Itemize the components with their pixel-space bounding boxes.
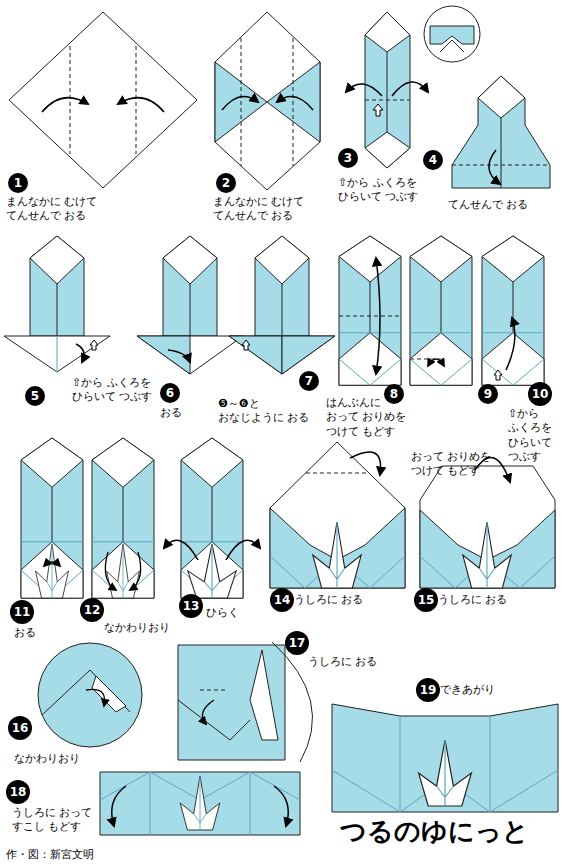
instruction-text: まんなかに むけて てんせんで おる — [213, 195, 317, 224]
instruction-text: ❺～❻と おなじように おる — [218, 397, 322, 426]
step-number-text: 13 — [183, 600, 200, 612]
step-number: 10 — [528, 382, 552, 406]
step-number-text: 10 — [532, 388, 549, 400]
instruction-text: てんせんで おる — [448, 198, 552, 212]
credit: 作・図：新宮文明 — [6, 848, 166, 862]
step-number-text: 1 — [14, 177, 22, 189]
step-number: 7 — [299, 371, 319, 391]
instruction-text: うしろに おる — [294, 593, 394, 607]
step-number: 17 — [285, 631, 309, 655]
step-number-text: 6 — [166, 387, 174, 399]
step-number: 2 — [216, 173, 236, 193]
step-number: 13 — [179, 594, 203, 618]
instruction-text: ⇧から ふくろを ひらいて つぶす — [72, 376, 164, 405]
step-number: 4 — [423, 150, 443, 170]
instruction-text: おる — [14, 626, 64, 640]
step-number: 14 — [270, 588, 294, 612]
title: つるのゆにっと — [340, 814, 529, 849]
instruction-text: ひらく — [206, 606, 266, 620]
step-number-text: 3 — [344, 152, 352, 164]
step-number: 11 — [10, 600, 34, 624]
step-number-text: 5 — [31, 390, 39, 402]
step-number: 3 — [338, 148, 358, 168]
step-number-text: 16 — [12, 722, 29, 734]
step-number: 8 — [384, 384, 404, 404]
instruction-text: できあがり — [440, 683, 520, 697]
step-number-text: 9 — [484, 388, 492, 400]
instruction-text: ⇧から ふくろを ひらいて つぶす — [338, 176, 430, 205]
step-number-text: 14 — [274, 594, 291, 606]
step-number: 12 — [80, 598, 104, 622]
step-number-text: 12 — [84, 604, 101, 616]
step-number: 9 — [478, 384, 498, 404]
instruction-text: うしろに おる — [438, 593, 538, 607]
step-number-text: 15 — [418, 594, 435, 606]
step-number-text: 18 — [10, 786, 27, 798]
instruction-text: なかわりおり — [104, 621, 184, 635]
step-number: 5 — [25, 386, 45, 406]
step-number-text: 17 — [289, 637, 306, 649]
instruction-text: なかわりおり — [14, 752, 94, 766]
step-number: 6 — [160, 383, 180, 403]
step-number-text: 7 — [305, 375, 313, 387]
step-number-text: 19 — [420, 684, 437, 696]
instruction-text: うしろに おる — [308, 655, 398, 669]
step-number: 16 — [8, 716, 32, 740]
step-number: 19 — [416, 678, 440, 702]
step-number: 18 — [6, 780, 30, 804]
instruction-text: おって おりめを つけて もどす — [411, 450, 503, 479]
step-number: 1 — [8, 173, 28, 193]
step-number-text: 4 — [429, 154, 437, 166]
step-number-text: 11 — [14, 606, 31, 618]
step-number-text: 2 — [222, 177, 230, 189]
instruction-text: おる — [160, 406, 200, 420]
step-number: 15 — [414, 588, 438, 612]
instruction-text: うしろに おって すこし もどす — [12, 806, 100, 835]
instruction-text: ⇧から ふくろを ひらいて つぶす — [508, 407, 560, 464]
step-number-text: 8 — [390, 388, 398, 400]
instruction-text: まんなかに むけて てんせんで おる — [6, 195, 110, 224]
